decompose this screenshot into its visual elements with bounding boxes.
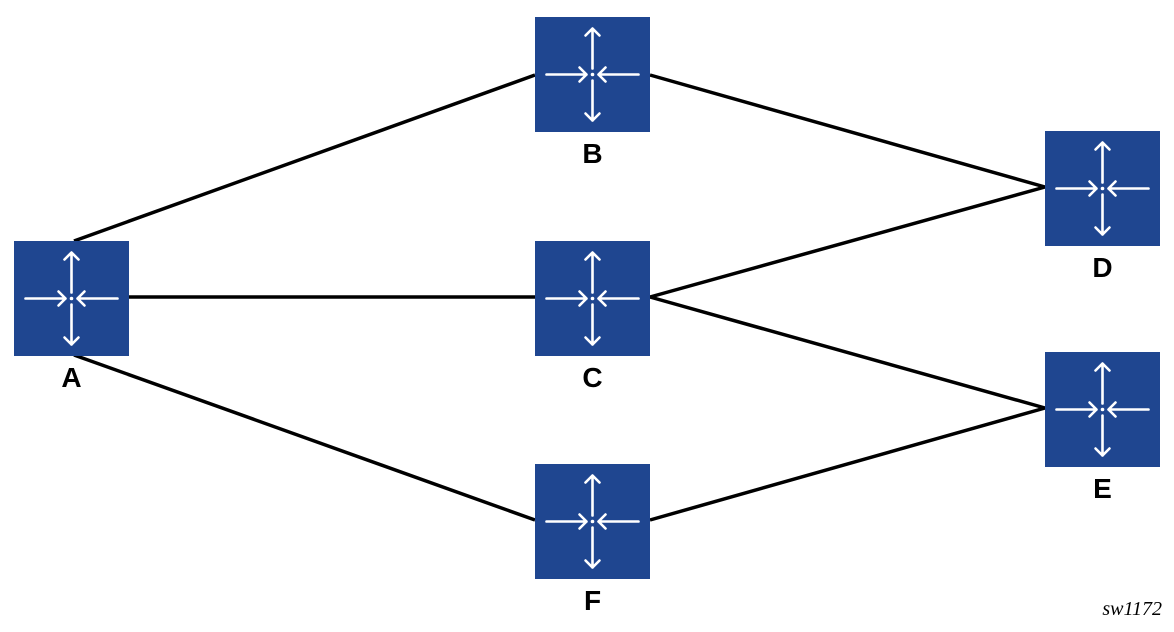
node-label-e: E [1093, 473, 1112, 504]
arrow-in-right-icon [545, 513, 588, 530]
router-node-f: F [535, 464, 650, 616]
arrow-in-left-icon [76, 290, 119, 307]
link-b-d [649, 73, 1046, 189]
arrow-in-right-icon [24, 290, 67, 307]
router-icon [535, 464, 650, 579]
arrow-in-left-icon [597, 290, 640, 307]
node-label-b: B [582, 138, 602, 169]
arrow-in-right-icon [545, 290, 588, 307]
arrow-down-icon [1094, 193, 1111, 236]
center-dot [590, 296, 595, 301]
router-node-c: C [535, 241, 650, 393]
center-dot [590, 519, 595, 524]
arrow-up-icon [584, 251, 601, 294]
node-label-a: A [61, 362, 81, 393]
links-layer [73, 73, 1046, 522]
arrow-up-icon [1094, 362, 1111, 405]
router-icon [1045, 131, 1160, 246]
arrow-in-right-icon [1055, 401, 1098, 418]
router-node-b: B [535, 17, 650, 169]
router-icon [1045, 352, 1160, 467]
router-node-e: E [1045, 352, 1160, 504]
arrow-up-icon [63, 251, 80, 294]
arrow-in-left-icon [1107, 401, 1150, 418]
router-node-d: D [1045, 131, 1160, 283]
arrow-down-icon [1094, 414, 1111, 457]
node-label-c: C [582, 362, 602, 393]
link-a-f [73, 353, 536, 522]
router-icon [535, 241, 650, 356]
arrow-up-icon [1094, 141, 1111, 184]
figure-id: sw1172 [1102, 598, 1162, 620]
link-f-e [649, 406, 1046, 522]
router-icon [535, 17, 650, 132]
arrow-in-left-icon [1107, 180, 1150, 197]
node-label-d: D [1092, 252, 1112, 283]
center-dot [1100, 186, 1105, 191]
link-c-d [649, 185, 1046, 299]
arrow-down-icon [584, 526, 601, 569]
router-node-a: A [14, 241, 129, 393]
arrow-in-left-icon [597, 66, 640, 83]
nodes-layer: A B C D E F [14, 17, 1160, 616]
center-dot [69, 296, 74, 301]
arrow-up-icon [584, 27, 601, 70]
center-dot [590, 72, 595, 77]
arrow-in-right-icon [545, 66, 588, 83]
center-dot [1100, 407, 1105, 412]
arrow-in-left-icon [597, 513, 640, 530]
arrow-down-icon [584, 79, 601, 122]
arrow-up-icon [584, 474, 601, 517]
arrow-down-icon [63, 303, 80, 346]
arrow-down-icon [584, 303, 601, 346]
link-c-e [649, 295, 1046, 410]
node-label-f: F [584, 585, 601, 616]
arrow-in-right-icon [1055, 180, 1098, 197]
link-a-b [73, 73, 536, 243]
router-icon [14, 241, 129, 356]
